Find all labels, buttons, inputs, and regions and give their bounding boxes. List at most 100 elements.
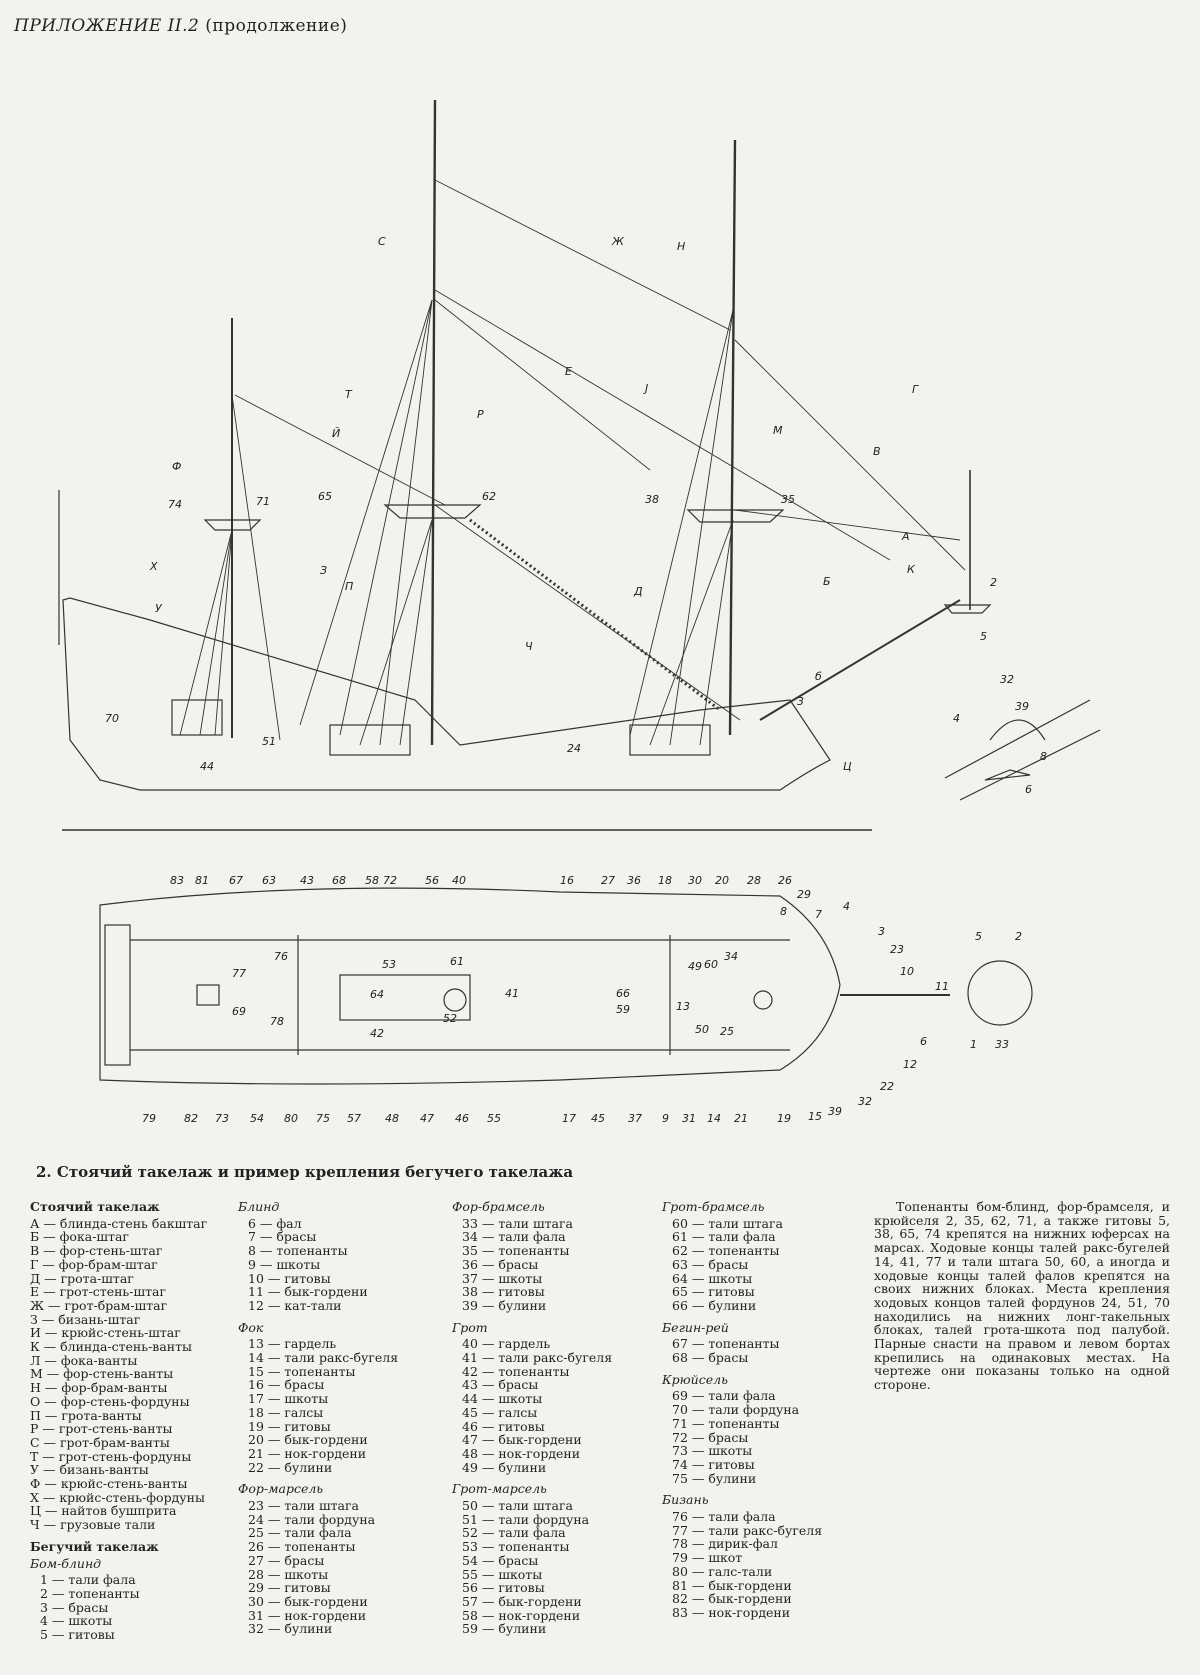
callout-label: 11 bbox=[935, 980, 949, 993]
legend-item: 56 — гитовы bbox=[462, 1580, 545, 1596]
legend-item: 47 — бык-гордени bbox=[462, 1432, 582, 1448]
legend-item: 6 — фал bbox=[248, 1215, 302, 1231]
legend-item: И — крюйс-стень-штаг bbox=[30, 1325, 181, 1341]
callout-label: 45 bbox=[591, 1112, 605, 1125]
callout-label: 16 bbox=[560, 874, 574, 887]
callout-label: 75 bbox=[316, 1112, 330, 1125]
legend-item: 37 — шкоты bbox=[462, 1270, 543, 1286]
callout-label: 13 bbox=[676, 1000, 690, 1013]
callout-label: 73 bbox=[215, 1112, 229, 1125]
callout-label: Ж bbox=[611, 235, 625, 248]
legend-item: 69 — тали фала bbox=[672, 1388, 776, 1404]
main-mast bbox=[430, 99, 437, 746]
legend-item: 41 — тали ракс-бугеля bbox=[462, 1350, 613, 1366]
callout-label: 3 bbox=[797, 695, 804, 708]
legend-item: К — блинда-стень-ванты bbox=[30, 1339, 192, 1355]
fore-top bbox=[686, 509, 785, 523]
sprit-top bbox=[943, 604, 992, 614]
callout-label: 5 bbox=[975, 930, 982, 943]
legend-item: Г — фор-брам-штаг bbox=[30, 1256, 158, 1272]
legend-item: 18 — галсы bbox=[248, 1404, 324, 1420]
ship-side-view bbox=[58, 99, 1101, 831]
callout-label: А bbox=[901, 530, 910, 543]
callout-label: 34 bbox=[724, 950, 738, 963]
legend-item: 63 — брасы bbox=[672, 1256, 749, 1272]
legend-item: 3 — брасы bbox=[40, 1599, 109, 1615]
callout-label: 17 bbox=[562, 1112, 576, 1125]
legend-item: 13 — гардель bbox=[248, 1336, 337, 1352]
bowsprit bbox=[759, 599, 961, 721]
callout-label: 82 bbox=[184, 1112, 198, 1125]
legend-item: 5 — гитовы bbox=[40, 1627, 115, 1643]
legend-item: Ф — крюйс-стень-ванты bbox=[30, 1476, 188, 1492]
callout-label: 33 bbox=[995, 1038, 1009, 1051]
legend-item: 51 — тали фордуна bbox=[462, 1511, 590, 1527]
callout-label: 4 bbox=[843, 900, 850, 913]
callout-label: 5 bbox=[980, 630, 987, 643]
callout-label: 25 bbox=[720, 1025, 734, 1038]
callout-label: Н bbox=[677, 240, 685, 253]
mizzen-top bbox=[203, 519, 262, 531]
callout-label: Ф bbox=[172, 460, 181, 473]
callout-label: 29 bbox=[797, 888, 811, 901]
legend-item: Б — фока-штаг bbox=[30, 1229, 129, 1245]
callout-label: 8 bbox=[1040, 750, 1047, 763]
legend-item: 52 — тали фала bbox=[462, 1525, 566, 1541]
legend-item: 71 — топенанты bbox=[672, 1415, 780, 1431]
callout-label: 46 bbox=[455, 1112, 469, 1125]
callout-label: 55 bbox=[487, 1112, 501, 1125]
callout-label: 41 bbox=[505, 987, 519, 1000]
legend-item: 8 — топенанты bbox=[248, 1243, 348, 1259]
running-title: Бегучий такелаж bbox=[30, 1538, 159, 1554]
callout-label: 52 bbox=[443, 1012, 457, 1025]
callout-label: 42 bbox=[370, 1027, 384, 1040]
deadeye-rows bbox=[171, 699, 711, 756]
callout-label: 4 bbox=[953, 712, 960, 725]
legend-item: 60 — тали штага bbox=[672, 1215, 783, 1231]
stern-deck bbox=[104, 924, 131, 1066]
legend-item: 22 — булини bbox=[248, 1459, 333, 1475]
callout-label: 62 bbox=[482, 490, 496, 503]
legend-item: 16 — брасы bbox=[248, 1377, 325, 1393]
legend-item: 54 — брасы bbox=[462, 1552, 539, 1568]
standing-rigging bbox=[179, 179, 966, 746]
callout-label: 10 bbox=[900, 965, 914, 978]
legend-item: 61 — тали фала bbox=[672, 1229, 776, 1245]
legend-item: 45 — галсы bbox=[462, 1404, 538, 1420]
legend-item: Ц — найтов бушприта bbox=[30, 1503, 177, 1519]
legend-item: Т — грот-стень-фордуны bbox=[30, 1448, 192, 1464]
legend-item: С — грот-брам-ванты bbox=[30, 1434, 170, 1450]
legend-item: 15 — топенанты bbox=[248, 1363, 356, 1379]
callout-label: Р bbox=[477, 408, 484, 421]
callout-label: 26 bbox=[778, 874, 792, 887]
legend-item: 50 — тали штага bbox=[462, 1498, 573, 1514]
main-hatch bbox=[339, 974, 471, 1021]
legend-item: 48 — нок-гордени bbox=[462, 1445, 581, 1461]
callout-label: М bbox=[773, 424, 783, 437]
legend-item: 65 — гитовы bbox=[672, 1284, 755, 1300]
legend-item: 33 — тали штага bbox=[462, 1215, 573, 1231]
legend-item: 70 — тали фордуна bbox=[672, 1402, 800, 1418]
callout-label: 14 bbox=[707, 1112, 721, 1125]
grot-title: Грот bbox=[452, 1319, 488, 1335]
legend-item: 58 — нок-гордени bbox=[462, 1607, 581, 1623]
callout-label: 3 bbox=[878, 925, 885, 938]
grotbram-title: Грот-брамсель bbox=[662, 1199, 765, 1214]
callout-label: 20 bbox=[715, 874, 729, 887]
callout-label: 44 bbox=[200, 760, 214, 773]
legend-item: Х — крюйс-стень-фордуны bbox=[30, 1489, 205, 1505]
callout-label: 78 bbox=[270, 1015, 284, 1028]
legend-item: 67 — топенанты bbox=[672, 1336, 780, 1352]
legend-item: В — фор-стень-штаг bbox=[30, 1243, 163, 1259]
callout-label: 72 bbox=[383, 874, 397, 887]
callout-label: 71 bbox=[256, 495, 270, 508]
bom-blind-title: Бом-блинд bbox=[30, 1555, 102, 1571]
legend-item: Д — грота-штаг bbox=[30, 1270, 134, 1286]
legend-item: У — бизань-ванты bbox=[30, 1462, 149, 1478]
callout-label: 66 bbox=[616, 987, 630, 1000]
